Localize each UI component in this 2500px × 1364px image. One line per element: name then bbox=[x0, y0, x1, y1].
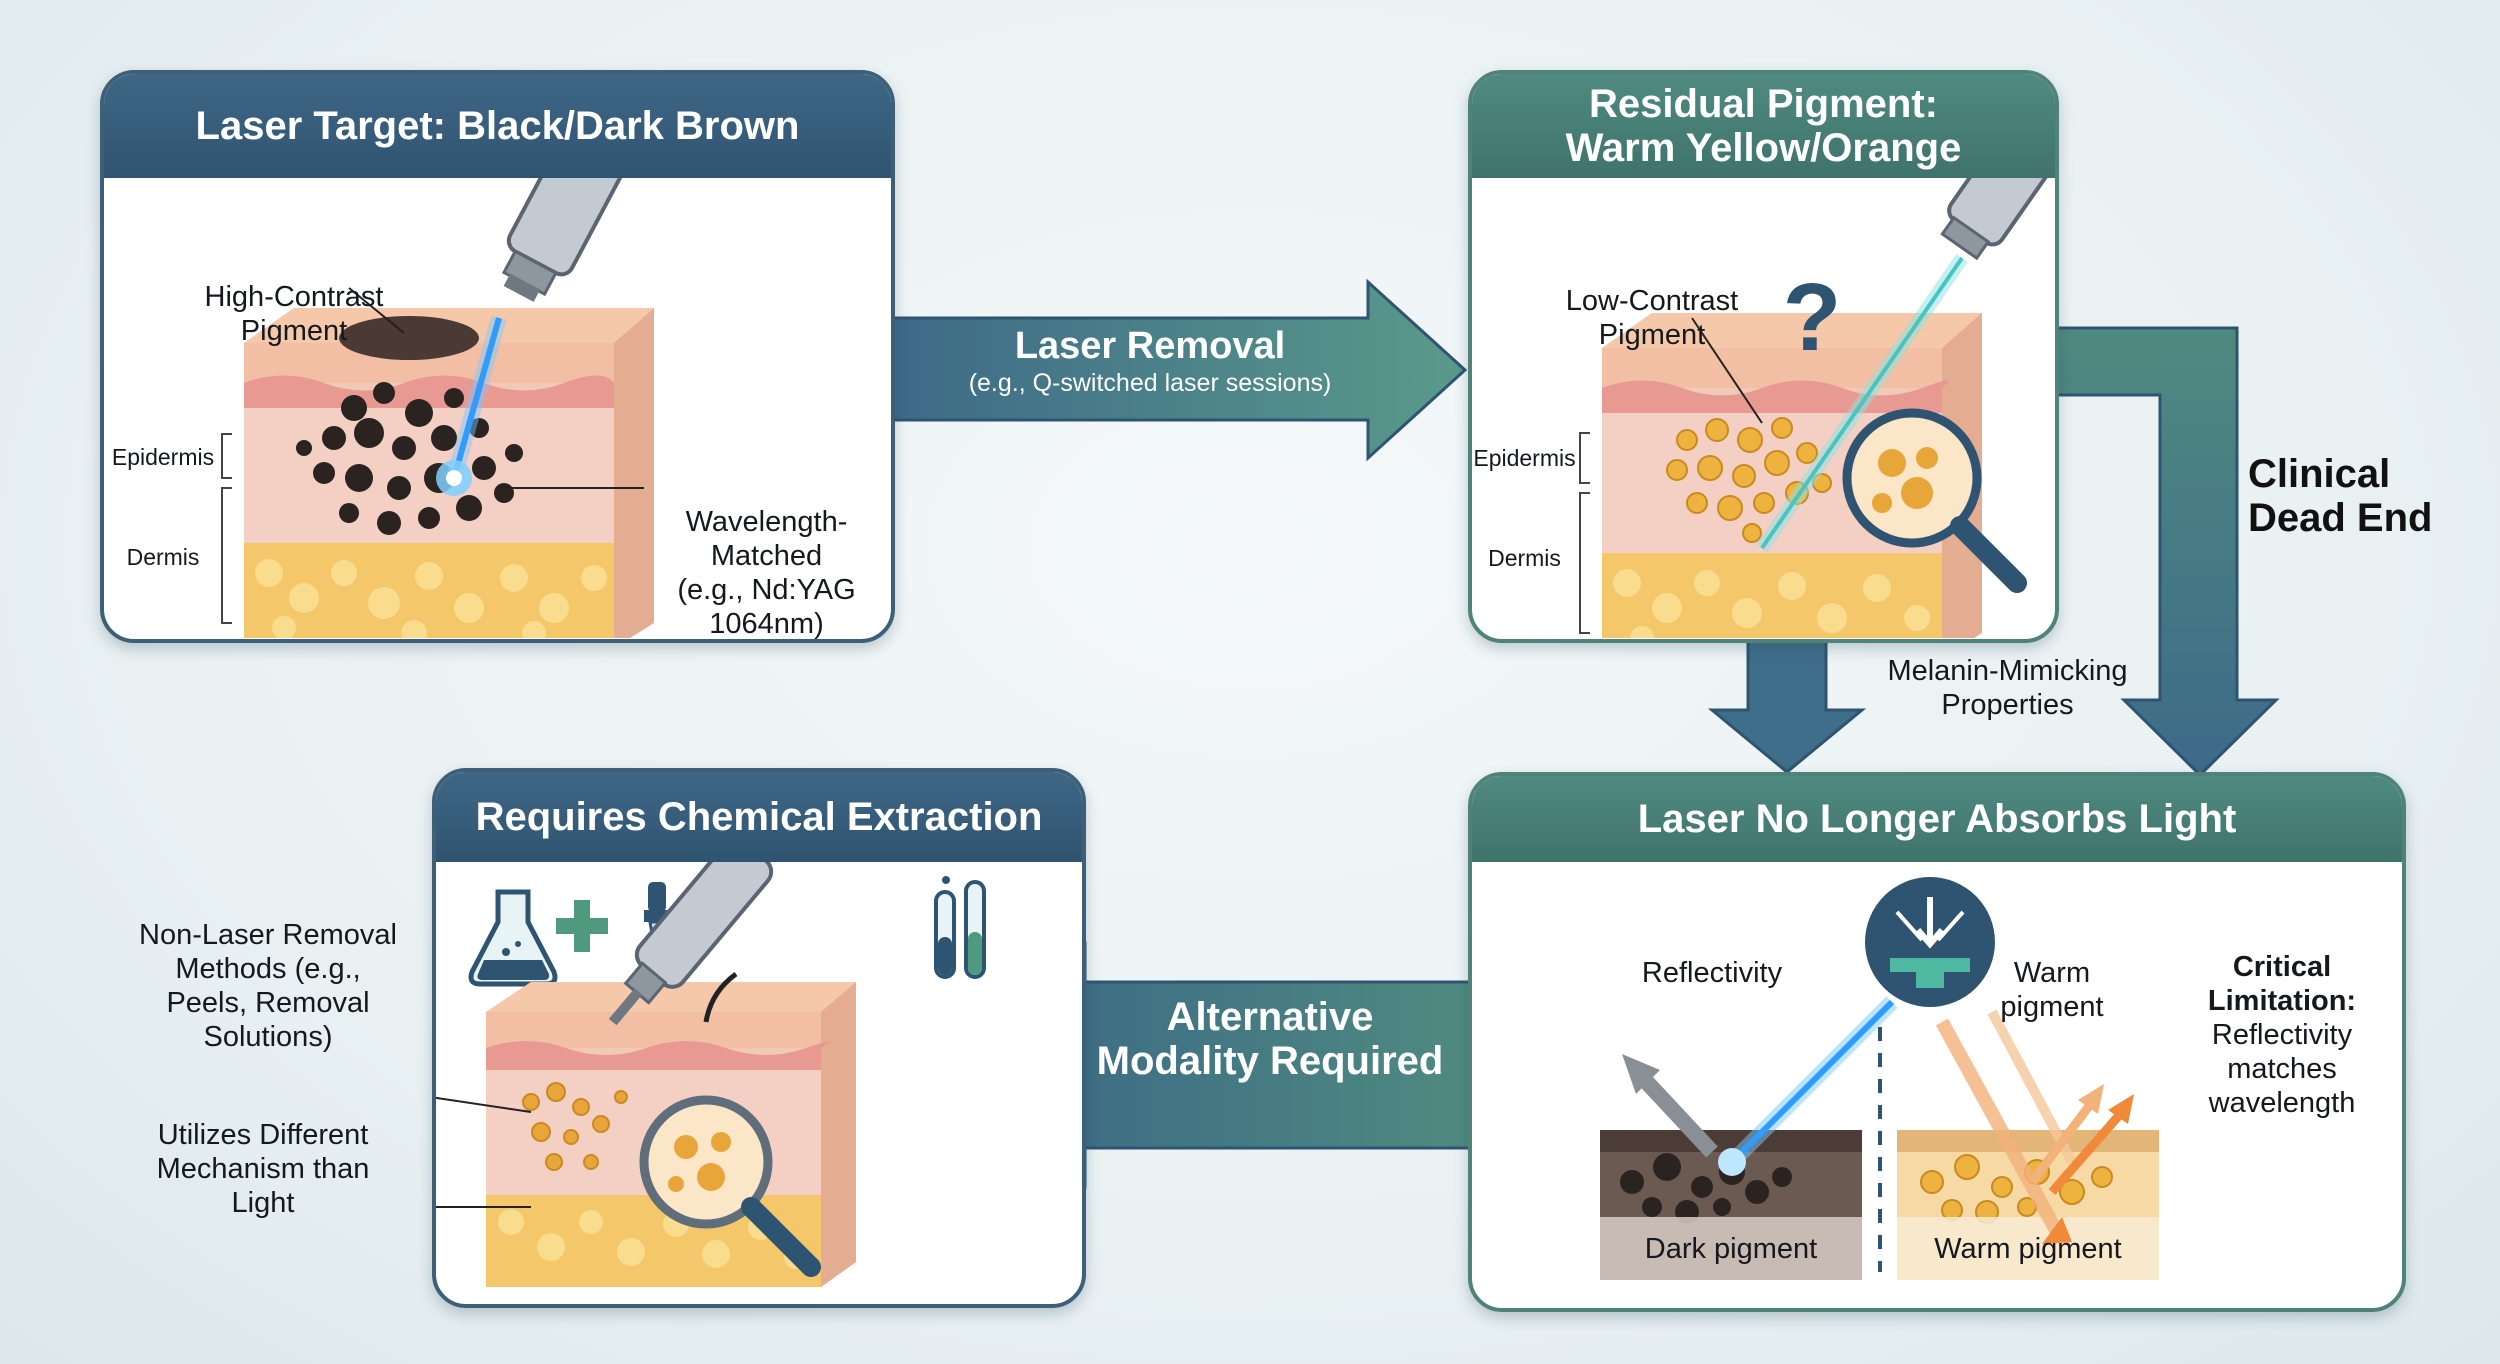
high-contrast-pigment-label: High-Contrast Pigment bbox=[204, 281, 384, 347]
no-absorb-card: Laser No Longer Absorbs Light bbox=[1468, 772, 2406, 1312]
different-mechanism-label: Utilizes Different Mechanism than Light bbox=[156, 1119, 370, 1219]
epidermis-label: Epidermis bbox=[1473, 445, 1576, 471]
laser-handpiece bbox=[501, 178, 635, 302]
dermis-label: Dermis bbox=[126, 544, 200, 570]
critical-limitation-label: Critical Limitation: bbox=[2207, 951, 2357, 1017]
chemical-extraction-illustration bbox=[436, 862, 1082, 1304]
warm-pigment-top-label: Warm pigment bbox=[2000, 957, 2104, 1023]
card-title: Residual Pigment: Warm Yellow/Orange bbox=[1472, 74, 2055, 178]
question-mark-icon: ? bbox=[1782, 264, 1842, 371]
epidermis-label: Epidermis bbox=[111, 444, 215, 470]
clinical-dead-end-arrow bbox=[2048, 326, 2280, 778]
plus-icon bbox=[556, 900, 608, 952]
critical-limitation-detail: Reflectivity matches wavelength bbox=[2208, 1019, 2356, 1119]
magnifier-icon bbox=[1842, 408, 2027, 593]
no-absorb-illustration: Reflectivity Warm pigment Dark pigment W… bbox=[1472, 862, 2402, 1308]
laser-removal-arrow bbox=[886, 278, 1468, 462]
card-title: Laser Target: Black/Dark Brown bbox=[104, 74, 891, 178]
residual-pigment-illustration: Low-Contrast Pigment ? Epidermis Dermis bbox=[1472, 178, 2055, 639]
clinical-dead-end-label: Clinical Dead End bbox=[2248, 452, 2433, 540]
laser-target-illustration: High-Contrast Pigment Epidermis Dermis W… bbox=[104, 178, 891, 639]
melanin-arrow bbox=[1707, 635, 1867, 774]
reflectivity-label: Reflectivity bbox=[1641, 957, 1783, 989]
card-title: Requires Chemical Extraction bbox=[436, 772, 1082, 862]
magnifier-icon bbox=[639, 1095, 821, 1277]
test-tubes-icon bbox=[934, 876, 986, 979]
laser-removal-label: Laser Removal (e.g., Q-switched laser se… bbox=[968, 325, 1332, 397]
low-contrast-pigment-label: Low-Contrast Pigment bbox=[1565, 285, 1739, 351]
chemical-extraction-card: Requires Chemical Extraction bbox=[432, 768, 1086, 1308]
non-laser-methods-label: Non-Laser Removal Methods (e.g., Peels, … bbox=[139, 919, 397, 1053]
reflection-icon bbox=[1865, 877, 1995, 1007]
warm-pigment-caption: Warm pigment bbox=[1934, 1233, 2122, 1265]
card-title: Laser No Longer Absorbs Light bbox=[1472, 776, 2402, 862]
dermis-label: Dermis bbox=[1488, 545, 1561, 571]
melanin-mimicking-label: Melanin-Mimicking Properties bbox=[1887, 655, 2128, 721]
wavelength-matched-label: Wavelength- Matched (e.g., Nd:YAG 1064nm… bbox=[677, 506, 856, 640]
dark-pigment-caption: Dark pigment bbox=[1644, 1233, 1818, 1265]
flask-icon bbox=[468, 889, 558, 987]
alternative-modality-label: Alternative Modality Required bbox=[1096, 995, 1444, 1083]
laser-target-card: Laser Target: Black/Dark Brown bbox=[100, 70, 895, 643]
residual-pigment-card: Residual Pigment: Warm Yellow/Orange bbox=[1468, 70, 2059, 643]
